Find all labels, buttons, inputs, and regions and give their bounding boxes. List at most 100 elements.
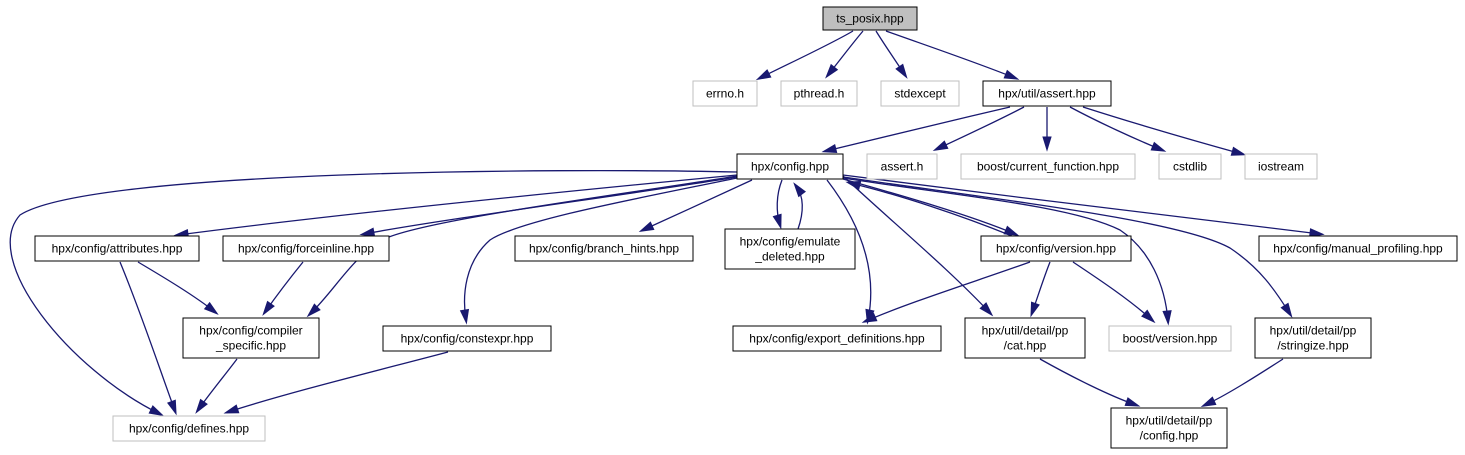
arrowhead-ts_posix-to-pthread <box>825 63 839 79</box>
node-box <box>382 325 552 352</box>
node-label: hpx/config/emulate <box>740 235 841 249</box>
node-box <box>964 317 1086 359</box>
arrowhead-pp_cat-to-pp_config <box>1124 397 1141 407</box>
node-label: boost/current_function.hpp <box>977 160 1119 174</box>
node-label: pthread.h <box>794 87 845 101</box>
node-label: hpx/util/detail/pp <box>1126 414 1213 428</box>
node-label: errno.h <box>706 87 744 101</box>
node-boost-version: boost/version.hpp <box>1108 325 1232 352</box>
node-box <box>222 235 390 262</box>
edge-attributes-to-compiler_specific <box>137 261 216 313</box>
node-box <box>822 6 918 31</box>
edge-assert_hpp-to-cstdlib <box>1069 106 1163 151</box>
arrowhead-attributes-to-compiler_specific <box>203 301 219 315</box>
edge-config-to-pp_cat <box>842 175 991 314</box>
arrowhead-assert_hpp-to-cstdlib <box>1150 141 1167 152</box>
node-current-function: boost/current_function.hpp <box>960 153 1136 180</box>
node-version[interactable]: hpx/config/version.hpp <box>980 235 1132 262</box>
node-box <box>736 153 844 180</box>
node-label: /cat.hpp <box>1004 339 1047 353</box>
node-box <box>692 80 758 107</box>
edge-constexpr-to-defines <box>227 351 449 413</box>
node-compiler-specific[interactable]: hpx/config/compiler_specific.hpp <box>182 317 320 359</box>
node-label: hpx/config.hpp <box>751 160 829 174</box>
node-box <box>1254 317 1372 359</box>
node-stdexcept: stdexcept <box>880 80 960 107</box>
arrowhead-config-to-branch_hints <box>638 221 655 232</box>
node-emulate-deleted[interactable]: hpx/config/emulate_deleted.hpp <box>724 228 856 270</box>
node-forceinline[interactable]: hpx/config/forceinline.hpp <box>222 235 390 262</box>
arrowhead-config-to-constexpr <box>459 308 470 325</box>
node-assert-h: assert.h <box>866 153 938 180</box>
edge-ts_posix-to-errno <box>759 30 854 79</box>
edge-config-to-constexpr <box>463 177 738 321</box>
node-box <box>1110 407 1228 449</box>
edge-assert_hpp-to-iostream <box>1082 106 1243 155</box>
edge-config-to-defines <box>9 169 738 415</box>
edges-layer <box>9 30 1325 417</box>
node-pp-stringize[interactable]: hpx/util/detail/pp/stringize.hpp <box>1254 317 1372 359</box>
node-box <box>1258 235 1458 262</box>
node-label: cstdlib <box>1173 160 1207 174</box>
node-box <box>182 317 320 359</box>
arrowhead-version-to-pp_cat <box>1030 301 1040 318</box>
node-label: hpx/config/manual_profiling.hpp <box>1273 242 1443 256</box>
arrowhead-constexpr-to-defines <box>223 404 240 414</box>
node-box <box>982 80 1112 107</box>
node-branch-hints[interactable]: hpx/config/branch_hints.hpp <box>514 235 694 262</box>
node-label: hpx/config/compiler <box>199 324 302 338</box>
arrowhead-attributes-to-defines <box>167 399 177 416</box>
node-label: /stringize.hpp <box>1277 339 1349 353</box>
node-errno: errno.h <box>692 80 758 107</box>
node-pp-cat[interactable]: hpx/util/detail/pp/cat.hpp <box>964 317 1086 359</box>
node-ts-posix[interactable]: ts_posix.hpp <box>822 6 918 31</box>
node-label: boost/version.hpp <box>1123 332 1218 346</box>
arrowhead-config-to-defines <box>148 405 165 417</box>
arrowhead-assert_hpp-to-current_function <box>1042 136 1052 152</box>
node-label: ts_posix.hpp <box>836 12 904 26</box>
node-label: /config.hpp <box>1140 429 1199 443</box>
node-assert-hpp[interactable]: hpx/util/assert.hpp <box>982 80 1112 107</box>
node-box <box>514 235 694 262</box>
node-box <box>34 235 200 262</box>
node-label: hpx/util/detail/pp <box>1270 324 1357 338</box>
node-label: hpx/config/defines.hpp <box>129 422 249 436</box>
node-label: hpx/config/export_definitions.hpp <box>749 332 925 346</box>
edge-config-to-boost_version <box>842 177 1169 322</box>
arrowhead-version-to-boost_version <box>1141 309 1156 324</box>
edge-config-to-pp_stringize <box>842 176 1291 315</box>
edge-ts_posix-to-assert_hpp <box>885 30 1016 79</box>
arrowhead-ts_posix-to-errno <box>755 69 772 81</box>
edge-attributes-to-defines <box>119 261 176 412</box>
node-label: hpx/config/branch_hints.hpp <box>529 242 679 256</box>
arrowhead-pp_stringize-to-pp_config <box>1200 396 1217 407</box>
node-constexpr[interactable]: hpx/config/constexpr.hpp <box>382 325 552 352</box>
arrowhead-assert_hpp-to-assert_h <box>932 140 949 151</box>
node-label: iostream <box>1258 160 1304 174</box>
node-config[interactable]: hpx/config.hpp <box>736 153 844 180</box>
node-manual-profiling[interactable]: hpx/config/manual_profiling.hpp <box>1258 235 1458 262</box>
edge-config-to-branch_hints <box>642 179 753 231</box>
edge-config-to-attributes <box>177 174 738 236</box>
node-export-definitions[interactable]: hpx/config/export_definitions.hpp <box>732 325 942 352</box>
node-label: _deleted.hpp <box>754 250 825 264</box>
arrowhead-config-to-pp_cat <box>979 302 994 317</box>
node-box <box>112 415 266 442</box>
node-box <box>724 228 856 270</box>
arrowhead-config-to-compiler_specific <box>306 303 321 318</box>
node-box <box>1158 153 1222 180</box>
node-label: hpx/util/detail/pp <box>982 324 1069 338</box>
arrowhead-ts_posix-to-assert_hpp <box>1003 69 1020 80</box>
edge-version-to-export_definitions <box>865 261 1031 322</box>
node-label: hpx/config/forceinline.hpp <box>238 242 374 256</box>
arrowhead-config-to-emulate_deleted <box>772 213 782 230</box>
node-attributes[interactable]: hpx/config/attributes.hpp <box>34 235 200 262</box>
arrowhead-config-to-version <box>1003 225 1020 236</box>
node-pp-config[interactable]: hpx/util/detail/pp/config.hpp <box>1110 407 1228 449</box>
node-box <box>960 153 1136 180</box>
edge-config-to-manual_profiling <box>842 174 1321 235</box>
arrowhead-config-to-pp_stringize <box>1280 302 1293 318</box>
arrowhead-assert_hpp-to-config <box>821 143 838 154</box>
node-box <box>780 80 858 107</box>
edge-config-to-version <box>842 178 1016 235</box>
